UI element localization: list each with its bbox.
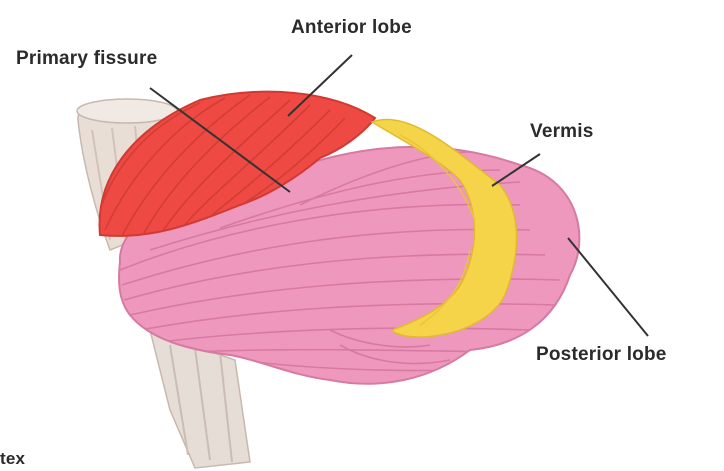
posterior-lobe-leader <box>568 238 648 336</box>
corner-text: tex <box>0 449 25 469</box>
anterior-lobe-label: Anterior lobe <box>291 17 412 39</box>
posterior-lobe-label: Posterior lobe <box>536 344 667 366</box>
primary-fissure-label: Primary fissure <box>16 48 157 70</box>
vermis-label: Vermis <box>530 121 594 143</box>
